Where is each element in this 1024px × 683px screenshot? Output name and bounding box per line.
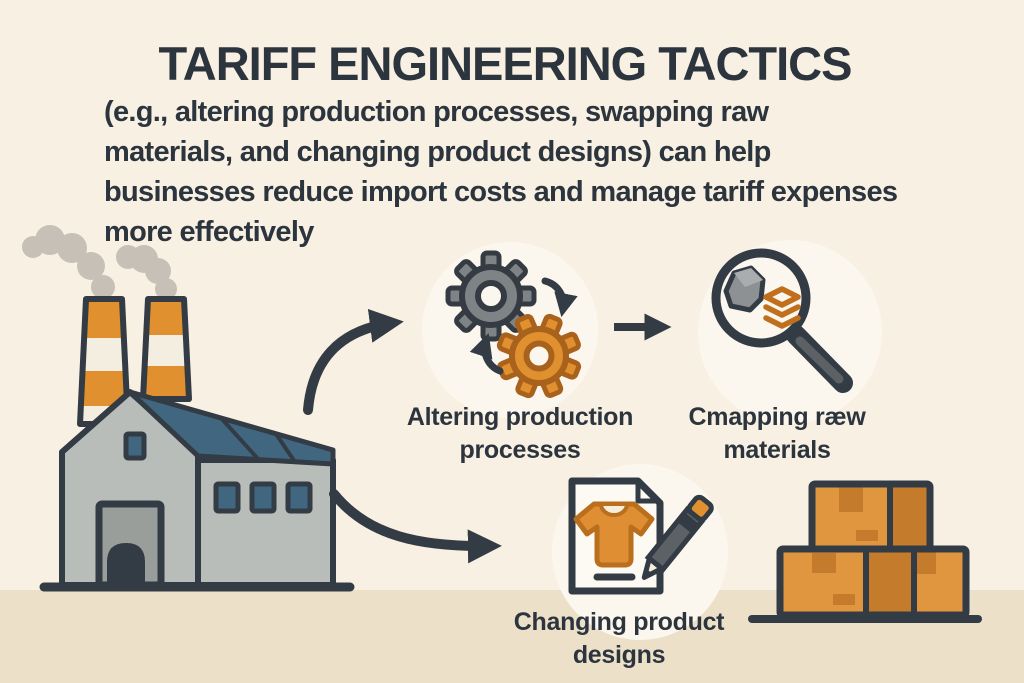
document-fold [635,482,659,504]
page-subtitle: (e.g., altering production processes, sw… [104,96,898,248]
gear-dark [445,250,537,342]
factory-wall [195,457,336,588]
tshirt-icon [573,501,655,568]
factory-door-icon [95,500,165,589]
tactic-label-altering-production: Altering production processes [406,403,634,464]
arrow-factory-to-designs-icon [329,489,502,564]
gears-icon [445,250,582,399]
pencil-icon [641,494,714,580]
chimney-right-icon [140,296,192,402]
cycle-arrow-bottom-icon [469,333,504,375]
cycle-arrow-top-icon [541,277,578,318]
smoke-icon [22,225,177,300]
arrow-factory-to-gears-icon [303,308,404,415]
magnifier-materials-icon [711,248,853,393]
factory-roof [127,389,336,467]
rock-icon [723,265,766,313]
tactic-label-swapping-raw-materials: Cmapping ræw materials [688,403,866,464]
cardboard-boxes-icon [748,480,982,623]
tactic-label-changing-product-designs: Changing product designs [513,608,725,669]
factory-icon [22,225,355,592]
magnifier-handle-fill [795,336,844,384]
factory-windows [213,481,313,514]
document-tshirt-pencil-icon [568,477,714,595]
page-title: TARIFF ENGINEERING TACTICS [158,37,853,90]
gear-orange [496,313,582,399]
gable-window-icon [123,431,147,461]
layers-icon [763,286,801,329]
